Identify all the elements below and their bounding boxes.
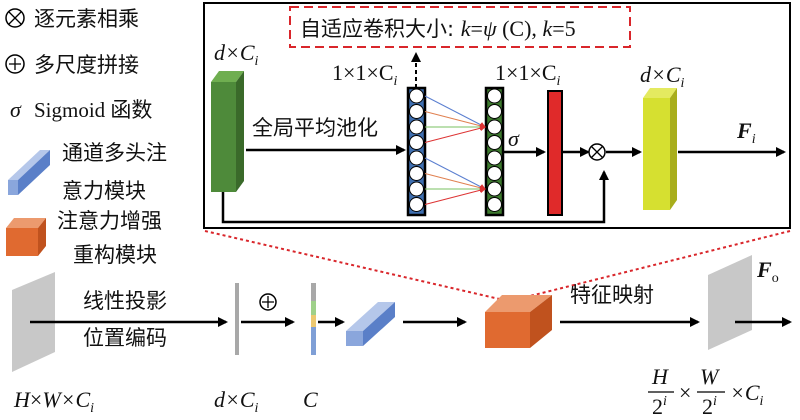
input-dims: H×W×Ci	[13, 387, 94, 416]
legend-enhance-line1: 注意力增强	[57, 209, 162, 233]
legend-multiply: 逐元素相乘	[5, 7, 139, 31]
neuron	[409, 181, 424, 197]
conv-link	[424, 125, 486, 143]
conv-vector	[484, 86, 505, 217]
token-bar	[235, 283, 239, 355]
neuron	[487, 88, 502, 104]
neuron	[409, 104, 424, 119]
neuron	[487, 135, 502, 150]
legend-multiply-label: 逐元素相乘	[34, 7, 139, 31]
svg-text:2i: 2i	[652, 394, 667, 419]
legend-enhance: 注意力增强 重构模块	[6, 209, 162, 267]
output-feature-block	[643, 88, 677, 210]
neuron	[409, 119, 424, 135]
svg-text:H: H	[651, 364, 669, 389]
pooled-vector	[406, 86, 427, 217]
neuron	[409, 197, 424, 212]
pipeline: 线性投影 位置编码 特征映射 Fo H×W×Ci d×Ci	[12, 255, 792, 419]
neuron	[487, 197, 502, 212]
output-dims: H 2i × W 2i ×Ci	[648, 364, 764, 419]
legend-channel-line1: 通道多头注	[62, 141, 167, 165]
neuron	[487, 119, 502, 135]
detail-panel: 自适应卷积大小: k=ψ (C), k=5 d×Ci 全局平均池化 1×1×Ci…	[203, 2, 791, 229]
zoom-line-right	[509, 230, 791, 302]
neuron	[487, 181, 502, 197]
legend-enhance-line2: 重构模块	[73, 243, 157, 267]
conv-link	[424, 157, 486, 190]
neuron	[409, 135, 424, 150]
concat-bar	[311, 283, 316, 355]
proj-line1: 线性投影	[83, 289, 167, 313]
feature-map-label: 特征映射	[570, 283, 654, 307]
sigma-label: σ	[508, 126, 520, 151]
legend-concat: 多尺度拼接	[5, 53, 139, 77]
skip-connection-arrow	[221, 170, 609, 224]
legend: 逐元素相乘 多尺度拼接 σ Sigmoid 函数 通道多头注 意力模块 注意力增…	[5, 7, 167, 267]
sigma-symbol: σ	[10, 97, 22, 122]
pool-label: 全局平均池化	[252, 116, 378, 140]
svg-text:2i: 2i	[702, 394, 717, 419]
neuron	[487, 150, 502, 166]
enhance-block	[485, 295, 552, 348]
legend-sigmoid-label: Sigmoid 函数	[34, 98, 152, 122]
svg-text:×Ci: ×Ci	[730, 380, 764, 409]
vec2-label: 1×1×Ci	[495, 60, 561, 89]
conv-link	[424, 187, 486, 205]
neuron	[487, 166, 502, 181]
legend-channel-line2: 意力模块	[62, 179, 146, 203]
adaptive-kernel-box	[289, 6, 631, 48]
channel-attention-icon	[8, 150, 50, 180]
neuron	[487, 104, 502, 119]
token-dims: d×Ci	[214, 387, 259, 416]
vec1-label: 1×1×Ci	[332, 60, 398, 89]
zoom-line-left	[204, 230, 509, 302]
legend-sigmoid: σ Sigmoid 函数	[10, 97, 152, 122]
sigmoid-weights-bar	[547, 90, 563, 216]
neuron	[409, 166, 424, 181]
enhance-block-icon	[6, 218, 46, 228]
output-feature-plane	[708, 255, 752, 350]
conv-link	[424, 95, 486, 128]
conv-connections	[424, 95, 486, 205]
adaptive-kernel-text: 自适应卷积大小: k=ψ (C), k=5	[300, 16, 576, 41]
conv-link	[424, 173, 486, 191]
output-dims-label: d×Ci	[640, 62, 685, 91]
input-dims-label: d×Ci	[214, 40, 259, 69]
output-name-fo: Fo	[756, 257, 779, 286]
channel-attention-block	[346, 302, 395, 346]
conv-link	[424, 111, 486, 129]
input-feature-block	[211, 71, 244, 192]
neuron	[409, 88, 424, 104]
legend-channel-attention: 通道多头注 意力模块	[8, 141, 167, 203]
svg-text:W: W	[700, 364, 720, 389]
concat-dims: C	[303, 387, 318, 412]
svg-text:×: ×	[679, 380, 691, 405]
legend-concat-label: 多尺度拼接	[34, 53, 139, 77]
output-name-fi: Fi	[736, 118, 756, 147]
neuron	[409, 150, 424, 166]
proj-line2: 位置编码	[83, 326, 167, 350]
